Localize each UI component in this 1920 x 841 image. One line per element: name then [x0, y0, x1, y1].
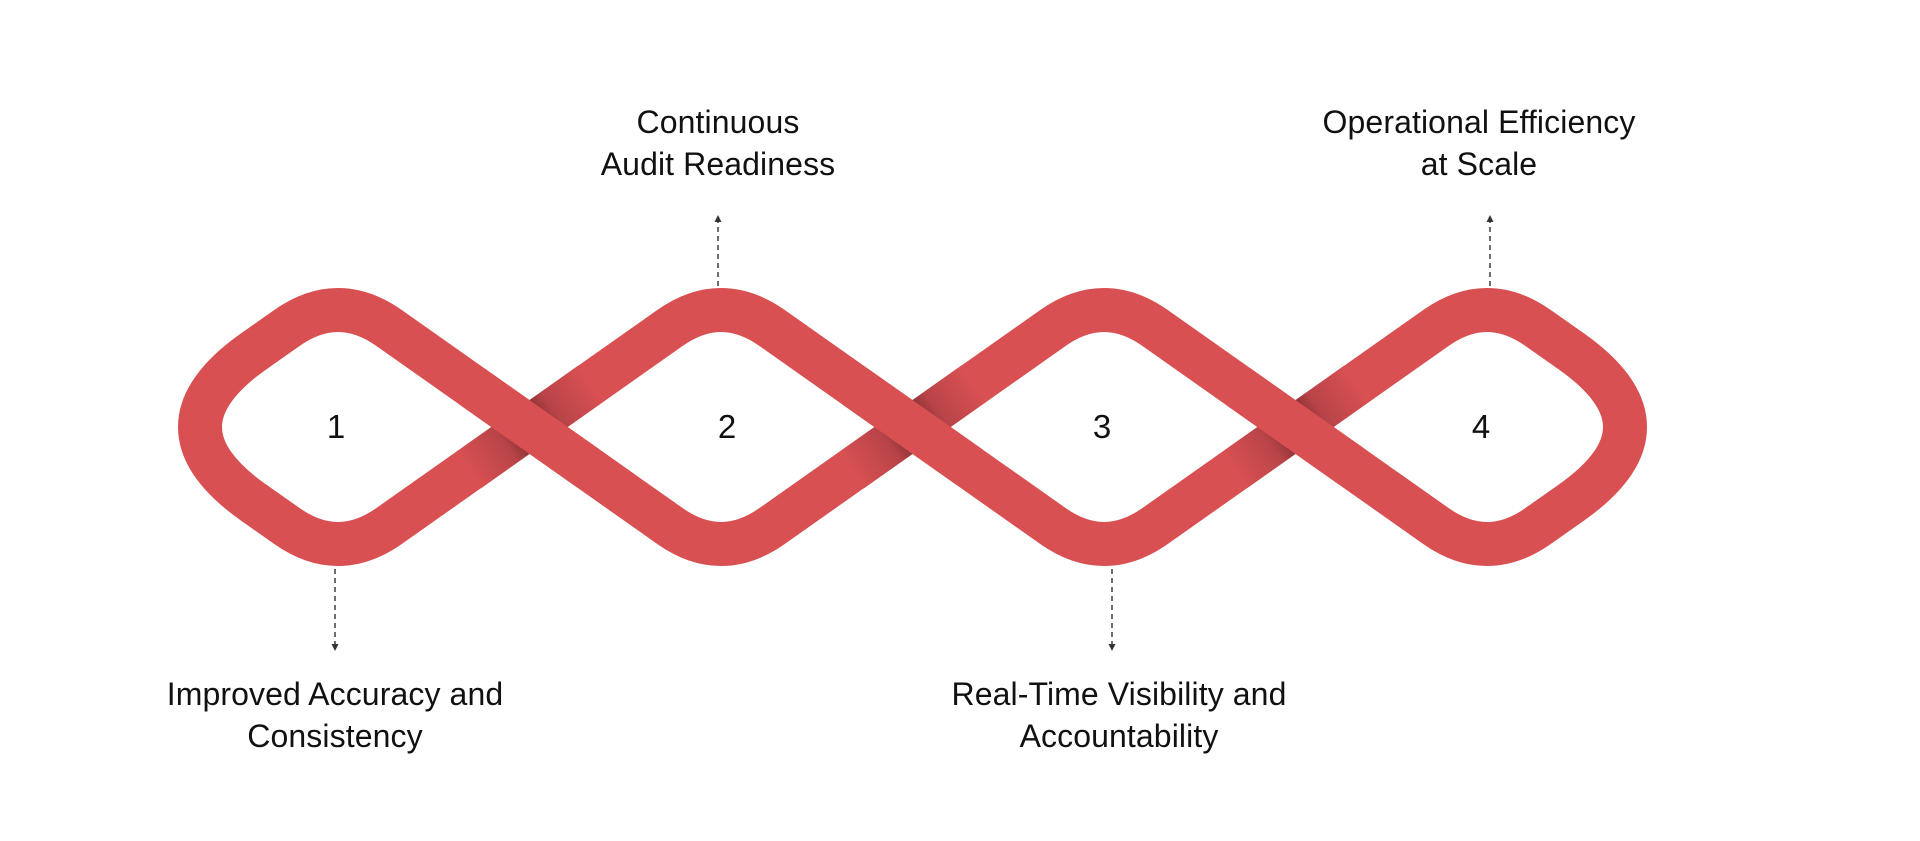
arrow-up-icon: [1486, 215, 1494, 222]
step-label-3: Real-Time Visibility and Accountability: [879, 673, 1359, 757]
connector-step-1: [331, 569, 339, 651]
step-number-2: 2: [717, 408, 737, 445]
step-number-1: 1: [326, 408, 346, 445]
step-label-2-line-1: Continuous: [636, 104, 800, 140]
step-label-3-line-2: Accountability: [1019, 718, 1219, 754]
step-label-2-line-2: Audit Readiness: [600, 146, 836, 182]
step-label-2: Continuous Audit Readiness: [478, 101, 958, 185]
step-label-1-line-1: Improved Accuracy and: [166, 676, 504, 712]
step-label-1-line-2: Consistency: [247, 718, 423, 754]
ribbon-loop: [178, 288, 1647, 566]
connector-step-2: [714, 215, 722, 286]
arrow-down-icon: [1108, 644, 1116, 651]
crossing-over-1: [459, 368, 600, 486]
connector-step-3: [1108, 569, 1116, 651]
step-number-3: 3: [1092, 408, 1112, 445]
crossing-over-2: [842, 368, 983, 486]
step-label-4-line-2: at Scale: [1420, 146, 1538, 182]
step-label-4-line-1: Operational Efficiency: [1322, 104, 1636, 140]
step-label-3-line-1: Real-Time Visibility and: [951, 676, 1287, 712]
crossing-over-3: [1225, 368, 1366, 486]
step-label-1: Improved Accuracy and Consistency: [95, 673, 575, 757]
connector-step-4: [1486, 215, 1494, 286]
arrow-up-icon: [714, 215, 722, 222]
arrow-down-icon: [331, 644, 339, 651]
step-label-4: Operational Efficiency at Scale: [1239, 101, 1719, 185]
step-number-4: 4: [1471, 408, 1491, 445]
